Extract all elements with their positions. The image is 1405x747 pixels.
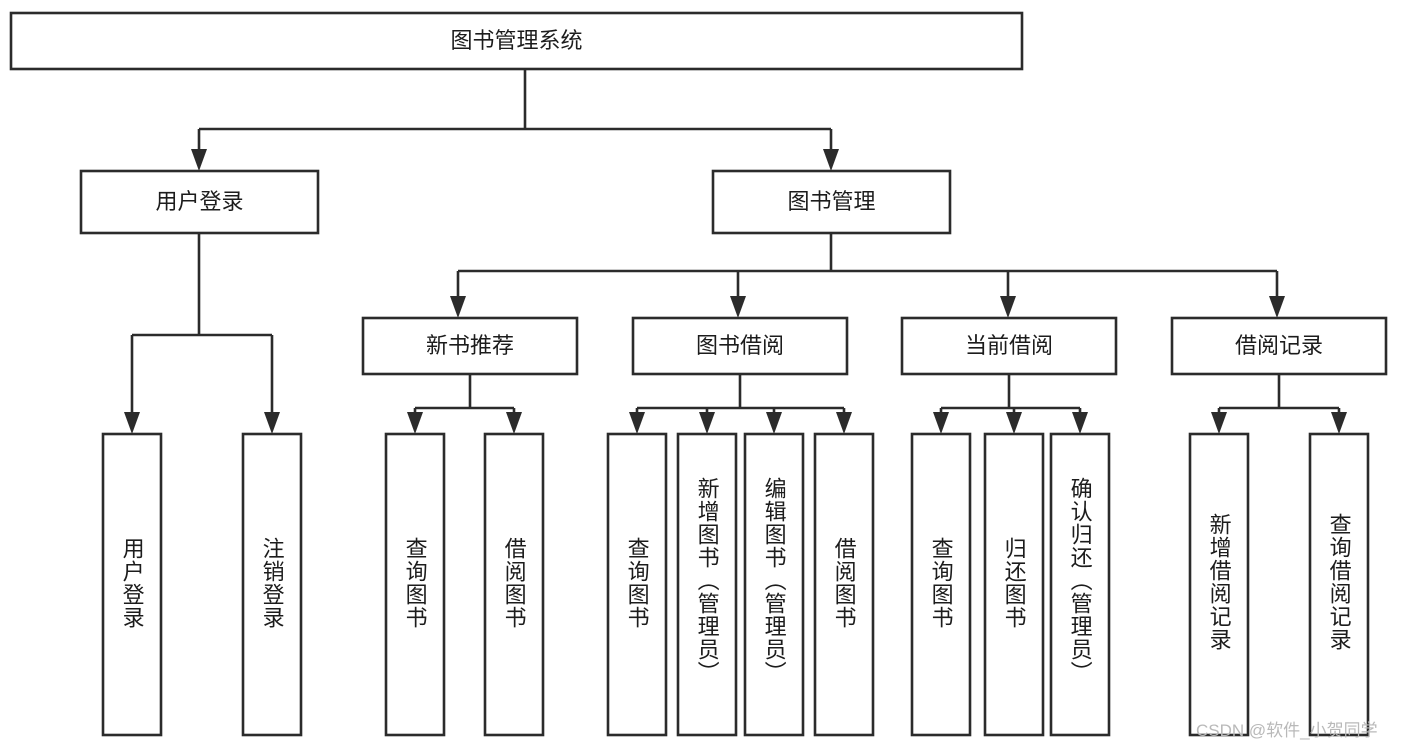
- node-leaf-edit-book-admin[interactable]: [743, 432, 805, 737]
- node-box[interactable]: [813, 432, 875, 737]
- node-box[interactable]: [241, 432, 303, 737]
- node-label-leaf-query-book-3: 查询图书: [928, 536, 954, 629]
- connector-layer: [124, 69, 1347, 434]
- node-box[interactable]: [1049, 432, 1111, 737]
- arrow-head-icon: [124, 412, 140, 434]
- node-box[interactable]: [910, 432, 972, 737]
- node-new-book-recommend[interactable]: 新书推荐: [361, 316, 579, 376]
- node-box[interactable]: [743, 432, 805, 737]
- arrow-head-icon: [1072, 412, 1088, 434]
- node-root[interactable]: 图书管理系统: [9, 11, 1024, 71]
- node-leaf-logout-login[interactable]: [241, 432, 303, 737]
- node-box[interactable]: [1308, 432, 1370, 737]
- arrow-head-icon: [730, 296, 746, 318]
- node-label: 图书管理系统: [450, 28, 582, 53]
- node-box[interactable]: [983, 432, 1045, 737]
- node-book-manage[interactable]: 图书管理: [711, 169, 952, 235]
- node-leaf-user-login[interactable]: [101, 432, 163, 737]
- node-leaf-borrow-book-1[interactable]: [483, 432, 545, 737]
- arrow-head-icon: [191, 149, 207, 171]
- node-user-login[interactable]: 用户登录: [79, 169, 320, 235]
- node-label-leaf-confirm-return-admin: 确认归还（管理员）: [1067, 476, 1093, 684]
- node-box[interactable]: [711, 169, 952, 235]
- node-label-leaf-query-borrow-record: 查询借阅记录: [1326, 512, 1352, 651]
- node-label-leaf-edit-book-admin: 编辑图书（管理员）: [761, 476, 787, 684]
- node-label-leaf-return-book: 归还图书: [1001, 536, 1027, 629]
- node-box[interactable]: [676, 432, 738, 737]
- node-box[interactable]: [900, 316, 1118, 376]
- arrow-head-icon: [766, 412, 782, 434]
- node-box[interactable]: [361, 316, 579, 376]
- arrow-head-icon: [933, 412, 949, 434]
- node-box[interactable]: [606, 432, 668, 737]
- node-current-borrow[interactable]: 当前借阅: [900, 316, 1118, 376]
- node-box[interactable]: [1170, 316, 1388, 376]
- node-label-leaf-borrow-book-1: 借阅图书: [501, 536, 527, 629]
- node-box[interactable]: [9, 11, 1024, 71]
- node-label-leaf-add-borrow-record: 新增借阅记录: [1206, 512, 1232, 651]
- arrow-head-icon: [407, 412, 423, 434]
- arrow-head-icon: [450, 296, 466, 318]
- node-label-leaf-query-book-2: 查询图书: [624, 536, 650, 629]
- arrow-head-icon: [629, 412, 645, 434]
- node-box[interactable]: [631, 316, 849, 376]
- node-box[interactable]: [483, 432, 545, 737]
- node-label: 借阅记录: [1235, 333, 1323, 358]
- node-box[interactable]: [384, 432, 446, 737]
- node-leaf-confirm-return-admin[interactable]: [1049, 432, 1111, 737]
- node-label: 新书推荐: [426, 333, 514, 358]
- node-label: 当前借阅: [965, 333, 1053, 358]
- node-label: 图书管理: [787, 189, 875, 214]
- node-box[interactable]: [79, 169, 320, 235]
- arrow-head-icon: [836, 412, 852, 434]
- arrow-head-icon: [1211, 412, 1227, 434]
- arrow-head-icon: [264, 412, 280, 434]
- arrow-head-icon: [506, 412, 522, 434]
- node-label-leaf-logout-login: 注销登录: [259, 536, 285, 629]
- node-label-leaf-user-login: 用户登录: [119, 536, 145, 629]
- watermark-text: CSDN @软件_小贺同学: [1196, 721, 1378, 740]
- node-leaf-query-book-2[interactable]: [606, 432, 668, 737]
- node-label-leaf-borrow-book-2: 借阅图书: [831, 536, 857, 629]
- arrow-head-icon: [823, 149, 839, 171]
- arrow-head-icon: [699, 412, 715, 434]
- node-label: 用户登录: [155, 189, 243, 214]
- node-label-leaf-add-book-admin: 新增图书（管理员）: [694, 476, 720, 684]
- node-leaf-query-book-1[interactable]: [384, 432, 446, 737]
- node-box[interactable]: [101, 432, 163, 737]
- node-book-borrow[interactable]: 图书借阅: [631, 316, 849, 376]
- node-leaf-return-book[interactable]: [983, 432, 1045, 737]
- node-leaf-borrow-book-2[interactable]: [813, 432, 875, 737]
- node-leaf-query-book-3[interactable]: [910, 432, 972, 737]
- arrow-head-icon: [1269, 296, 1285, 318]
- node-leaf-query-borrow-record[interactable]: [1308, 432, 1370, 737]
- node-leaf-add-book-admin[interactable]: [676, 432, 738, 737]
- node-leaf-add-borrow-record[interactable]: [1188, 432, 1250, 737]
- node-borrow-record[interactable]: 借阅记录: [1170, 316, 1388, 376]
- node-label: 图书借阅: [696, 333, 784, 358]
- node-label-leaf-query-book-1: 查询图书: [402, 536, 428, 629]
- arrow-head-icon: [1331, 412, 1347, 434]
- arrow-head-icon: [1006, 412, 1022, 434]
- node-box[interactable]: [1188, 432, 1250, 737]
- arrow-head-icon: [1000, 296, 1016, 318]
